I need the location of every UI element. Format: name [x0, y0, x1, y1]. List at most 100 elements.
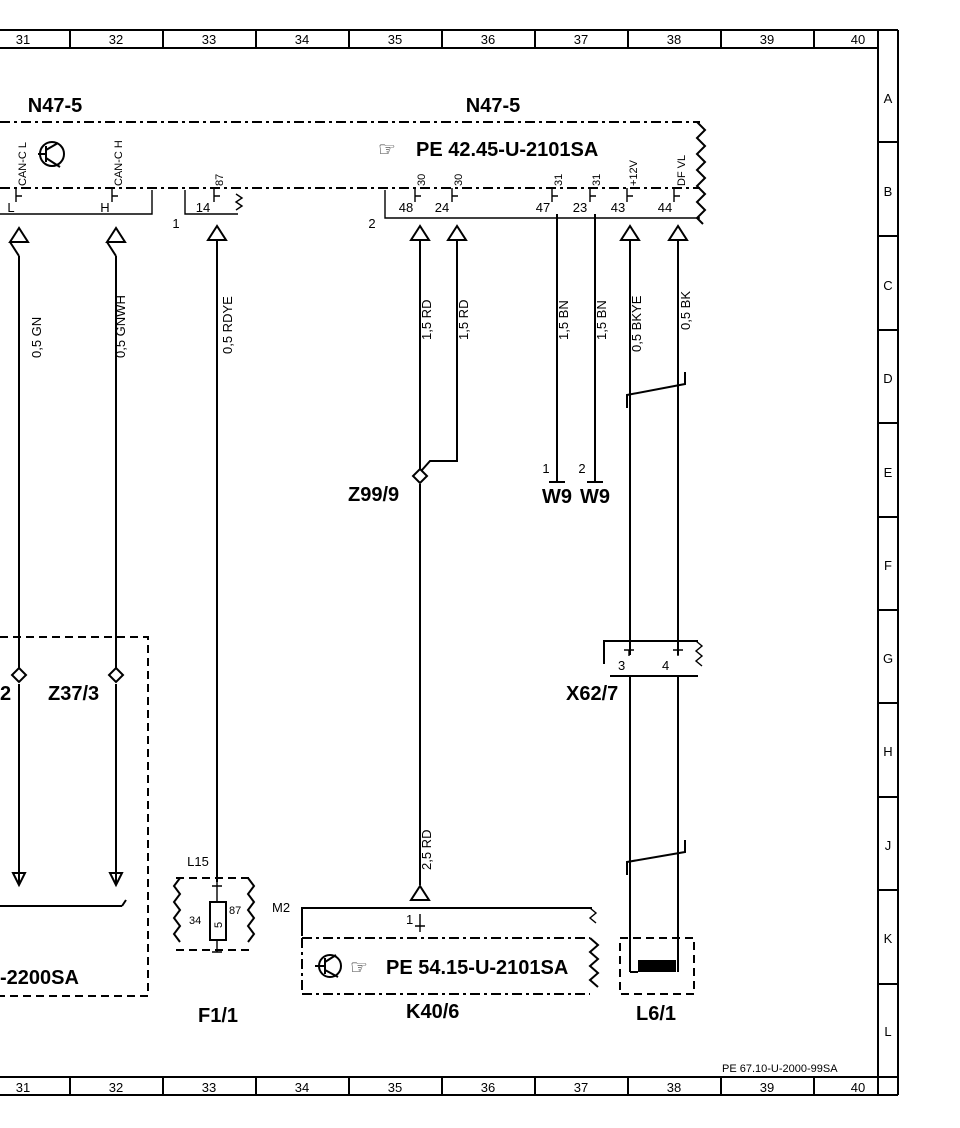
col-label: 36	[481, 1080, 495, 1095]
row-ticks	[878, 141, 898, 985]
motor-m2-label: M2	[272, 900, 290, 915]
connector-label-x62: X62/7	[566, 683, 618, 705]
row-labels: A B C D E F G H J K L	[883, 91, 893, 1039]
wire-spec: 0,5 GNWH	[113, 295, 128, 358]
col-label: 38	[667, 32, 681, 47]
splice-z99-9	[411, 467, 429, 485]
pin-number: 47	[536, 200, 550, 215]
heater-l6-1	[619, 937, 695, 995]
col-label: 35	[388, 1080, 402, 1095]
row-label: L	[884, 1024, 891, 1039]
reference-hand-icon: ☞	[378, 139, 396, 161]
column-labels-top: 31 32 33 34 35 36 37 38 39 40	[16, 32, 865, 47]
col-label: 34	[295, 1080, 309, 1095]
wire-spec: 0,5 BK	[678, 291, 693, 330]
col-label: 39	[760, 1080, 774, 1095]
col-label: 32	[109, 32, 123, 47]
connector-number-2: 2	[368, 216, 375, 231]
pin-function: CAN-C L	[17, 142, 29, 186]
col-label: 35	[388, 32, 402, 47]
pin-number: 43	[611, 200, 625, 215]
module-label-right: N47-5	[466, 95, 520, 117]
pin-function: 31	[553, 174, 565, 186]
col-label: 31	[16, 1080, 30, 1095]
pin-number: 44	[658, 200, 672, 215]
pin-function: +12V	[628, 159, 640, 186]
row-label: G	[883, 651, 893, 666]
col-label: 33	[202, 32, 216, 47]
col-label: 33	[202, 1080, 216, 1095]
column-ticks	[69, 30, 815, 1095]
row-label: J	[885, 838, 892, 853]
row-label: F	[884, 558, 892, 573]
motor-module-k40-6	[301, 907, 600, 995]
col-label: 32	[109, 1080, 123, 1095]
row-label: B	[884, 184, 893, 199]
ground-label: W9	[580, 486, 610, 508]
pin-function: 30	[416, 174, 428, 186]
splice-label-z99: Z99/9	[348, 484, 399, 506]
footer-reference: PE 67.10-U-2000-99SA	[722, 1063, 838, 1075]
pin-function: DF VL	[676, 155, 688, 186]
wire-spec: 1,5 BN	[556, 300, 571, 340]
pin-stubs	[15, 188, 680, 202]
sheet-frame	[0, 29, 899, 1096]
pin-function: 30	[453, 174, 465, 186]
left-module-housing	[0, 636, 149, 997]
row-label: D	[883, 371, 892, 386]
connector-x62-7	[603, 640, 704, 677]
ground-number: 1	[542, 461, 549, 476]
pin-number: 48	[399, 200, 413, 215]
pin-number: H	[100, 200, 109, 215]
col-label: 40	[851, 32, 865, 47]
col-label: 40	[851, 1080, 865, 1095]
x62-pin: 4	[662, 658, 669, 673]
motor-reference: PE 54.15-U-2101SA	[386, 957, 568, 979]
pin-function: 87	[214, 174, 226, 186]
row-label: A	[884, 91, 893, 106]
transistor-icon	[38, 141, 65, 168]
fuse-pin-left: 34	[189, 915, 201, 927]
wire-spec: 1,5 RD	[456, 300, 471, 340]
wire-spec: 2,5 RD	[419, 830, 434, 870]
module-reference: PE 42.45-U-2101SA	[416, 139, 598, 161]
fuse-block-f1-1	[172, 877, 256, 953]
col-label: 37	[574, 1080, 588, 1095]
row-label: C	[883, 278, 892, 293]
motor-label: K40/6	[406, 1001, 459, 1023]
wire-labels: 0,5 GN 0,5 GNWH 0,5 RDYE 1,5 RD 1,5 RD 1…	[29, 291, 693, 870]
connector-number-1: 1	[172, 216, 179, 231]
x62-pin: 3	[618, 658, 625, 673]
ground-number: 2	[578, 461, 585, 476]
row-label: H	[883, 744, 892, 759]
reference-hand-icon: ☞	[350, 957, 368, 979]
fuse-pin-right: 87	[229, 905, 241, 917]
left-module-reference: -2200SA	[0, 967, 79, 989]
pin-number: L	[7, 200, 14, 215]
col-label: 37	[574, 32, 588, 47]
pin-function: CAN-C H	[113, 140, 125, 186]
pin-function: 31	[591, 174, 603, 186]
row-label: K	[884, 931, 893, 946]
heater-label: L6/1	[636, 1003, 676, 1025]
connector-arrows	[8, 224, 689, 901]
wire-spec: 0,5 RDYE	[220, 296, 235, 354]
splice-number: 2	[0, 683, 11, 705]
wire-lines	[18, 214, 686, 940]
col-label: 34	[295, 32, 309, 47]
ground-label: W9	[542, 486, 572, 508]
pin-number: 23	[573, 200, 587, 215]
col-label: 39	[760, 32, 774, 47]
pin-numbers: L H 14 48 24 47 23 43 44	[7, 200, 672, 215]
pin-number: 14	[196, 200, 210, 215]
col-label: 36	[481, 32, 495, 47]
col-label: 31	[16, 32, 30, 47]
column-labels-bottom: 31 32 33 34 35 36 37 38 39 40	[16, 1080, 865, 1095]
col-label: 38	[667, 1080, 681, 1095]
wire-spec: 0,5 BKYE	[629, 295, 644, 352]
fuse-label: F1/1	[198, 1005, 238, 1027]
module-label-left: N47-5	[28, 95, 82, 117]
pin-function-labels: CAN-C L CAN-C H 87 30 30 31 31 +12V DF V…	[17, 140, 688, 186]
row-label: E	[884, 465, 893, 480]
